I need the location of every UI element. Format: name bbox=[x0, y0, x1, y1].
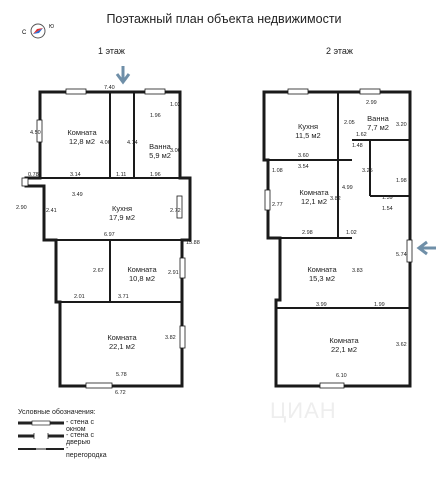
dimension-label: 3.62 bbox=[396, 342, 407, 348]
dimension-label: 4.99 bbox=[342, 185, 353, 191]
dimension-label: 3.00 bbox=[170, 148, 181, 154]
dimension-label: 1.96 bbox=[150, 172, 161, 178]
dimension-label: 3.25 bbox=[362, 168, 373, 174]
dimension-label: 4.50 bbox=[30, 130, 41, 136]
legend-label: - стена с окном bbox=[66, 419, 94, 433]
dimension-label: 3.82 bbox=[330, 196, 341, 202]
dimension-label: 1.99 bbox=[374, 302, 385, 308]
watermark: ЦИАН bbox=[270, 398, 337, 423]
dimension-label: 1.39 bbox=[382, 195, 393, 201]
floor-2-windows bbox=[264, 88, 413, 389]
dimension-label: 1.62 bbox=[356, 132, 367, 138]
dimension-label: 1.98 bbox=[396, 178, 407, 184]
door-wall-icon bbox=[18, 433, 64, 439]
window-wall-icon bbox=[18, 420, 64, 426]
compass-north-letter: С bbox=[22, 30, 27, 36]
dimension-label: 4.14 bbox=[127, 140, 138, 146]
floor-1-label: 1 этаж bbox=[98, 46, 125, 56]
dimension-label: 2.99 bbox=[366, 100, 377, 106]
entrance-arrow-icon bbox=[115, 66, 131, 85]
floor-1-windows bbox=[21, 88, 186, 389]
dimension-label: 2.01 bbox=[74, 294, 85, 300]
legend-item-partition: - перегородка bbox=[18, 444, 107, 459]
legend-label: - перегородка bbox=[66, 445, 107, 459]
dimension-label: 3.83 bbox=[352, 268, 363, 274]
dimension-label: 1.54 bbox=[382, 206, 393, 212]
entrance-arrow-icon bbox=[416, 240, 436, 256]
dimension-label: 6.72 bbox=[115, 390, 126, 396]
dimension-label: 3.99 bbox=[316, 302, 327, 308]
dimension-label: 1.02 bbox=[170, 102, 181, 108]
compass-icon: С Ю bbox=[22, 23, 54, 39]
dimension-label: 5.74 bbox=[396, 252, 407, 258]
dimension-label: 6.10 bbox=[336, 373, 347, 379]
floor-2-label: 2 этаж bbox=[326, 46, 353, 56]
dimension-label: 1.96 bbox=[150, 113, 161, 119]
legend-item-door-wall: - стена с дверью bbox=[18, 431, 96, 446]
floor-2-walls bbox=[262, 90, 412, 388]
dimension-label: 1.48 bbox=[352, 143, 363, 149]
dimension-label: 3.14 bbox=[70, 172, 81, 178]
dimension-label: 2.77 bbox=[272, 202, 283, 208]
page-title: Поэтажный план объекта недвижимости bbox=[106, 12, 342, 26]
legend-label: - стена с дверью bbox=[66, 432, 94, 446]
dimension-label: 3.82 bbox=[165, 335, 176, 341]
dimension-label: 2.90 bbox=[16, 205, 27, 211]
legend-title: Условные обозначения: bbox=[18, 409, 96, 416]
dimension-label: 2.05 bbox=[344, 120, 355, 126]
dimension-label: 3.20 bbox=[396, 122, 407, 128]
dimension-label: 2.91 bbox=[168, 270, 179, 276]
dimension-label: 1.02 bbox=[346, 230, 357, 236]
dimension-label: 0.78 bbox=[28, 172, 39, 178]
dimension-label: 3.54 bbox=[298, 164, 309, 170]
dimension-label: 3.71 bbox=[118, 294, 129, 300]
dimension-label: 1.08 bbox=[272, 168, 283, 174]
dimension-label: 3.49 bbox=[72, 192, 83, 198]
dimension-label: 15.88 bbox=[186, 240, 200, 246]
legend: Условные обозначения: - стена с окном - … bbox=[18, 409, 107, 459]
dimension-label: 1.11 bbox=[116, 172, 127, 178]
compass-south-letter: Ю bbox=[49, 24, 54, 30]
dimension-label: 4.06 bbox=[100, 140, 111, 146]
partition-icon bbox=[18, 448, 64, 450]
dimension-label: 7.40 bbox=[104, 85, 115, 91]
dimension-label: 6.97 bbox=[104, 232, 115, 238]
dimension-label: 2.98 bbox=[302, 230, 313, 236]
dimension-label: 2.41 bbox=[46, 208, 57, 214]
dimension-label: 5.78 bbox=[116, 372, 127, 378]
dimension-label: 2.72 bbox=[170, 208, 181, 214]
legend-item-window-wall: - стена с окном bbox=[18, 418, 96, 433]
dimension-label: 3.60 bbox=[298, 153, 309, 159]
dimension-label: 2.67 bbox=[93, 268, 104, 274]
